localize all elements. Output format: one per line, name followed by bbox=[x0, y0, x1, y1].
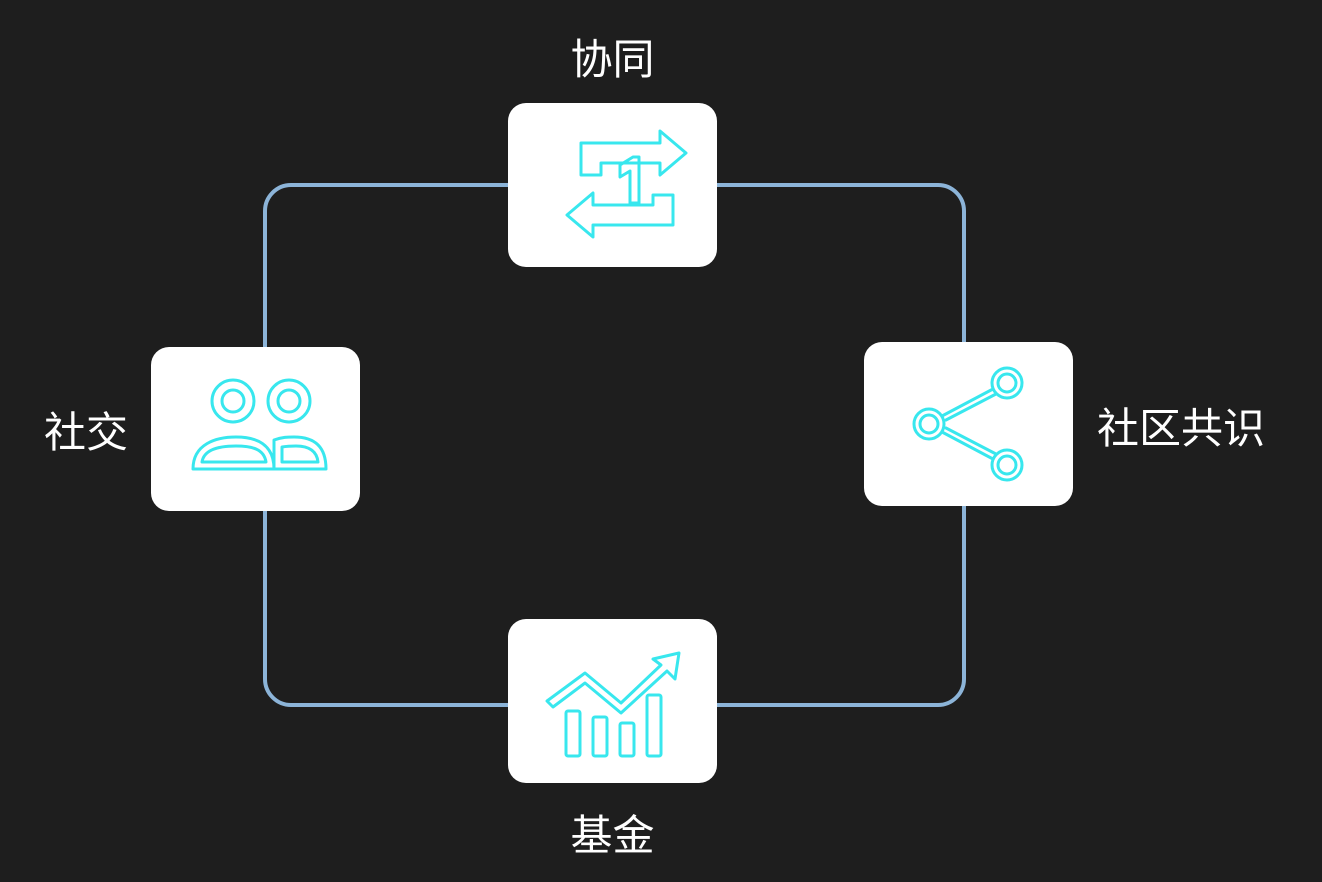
node-card-left bbox=[151, 347, 360, 511]
users-icon bbox=[191, 378, 327, 471]
node-card-right bbox=[864, 342, 1073, 506]
node-card-top bbox=[508, 103, 717, 267]
node-label-left: 社交 bbox=[43, 408, 128, 457]
sync-icon bbox=[565, 129, 687, 239]
node-label-right: 社区共识 bbox=[1097, 404, 1266, 453]
node-label-bottom: 基金 bbox=[570, 811, 655, 860]
node-card-bottom bbox=[508, 619, 717, 783]
share-icon bbox=[912, 366, 1023, 482]
growth-chart-icon bbox=[545, 651, 680, 758]
node-label-top: 协同 bbox=[570, 35, 655, 84]
